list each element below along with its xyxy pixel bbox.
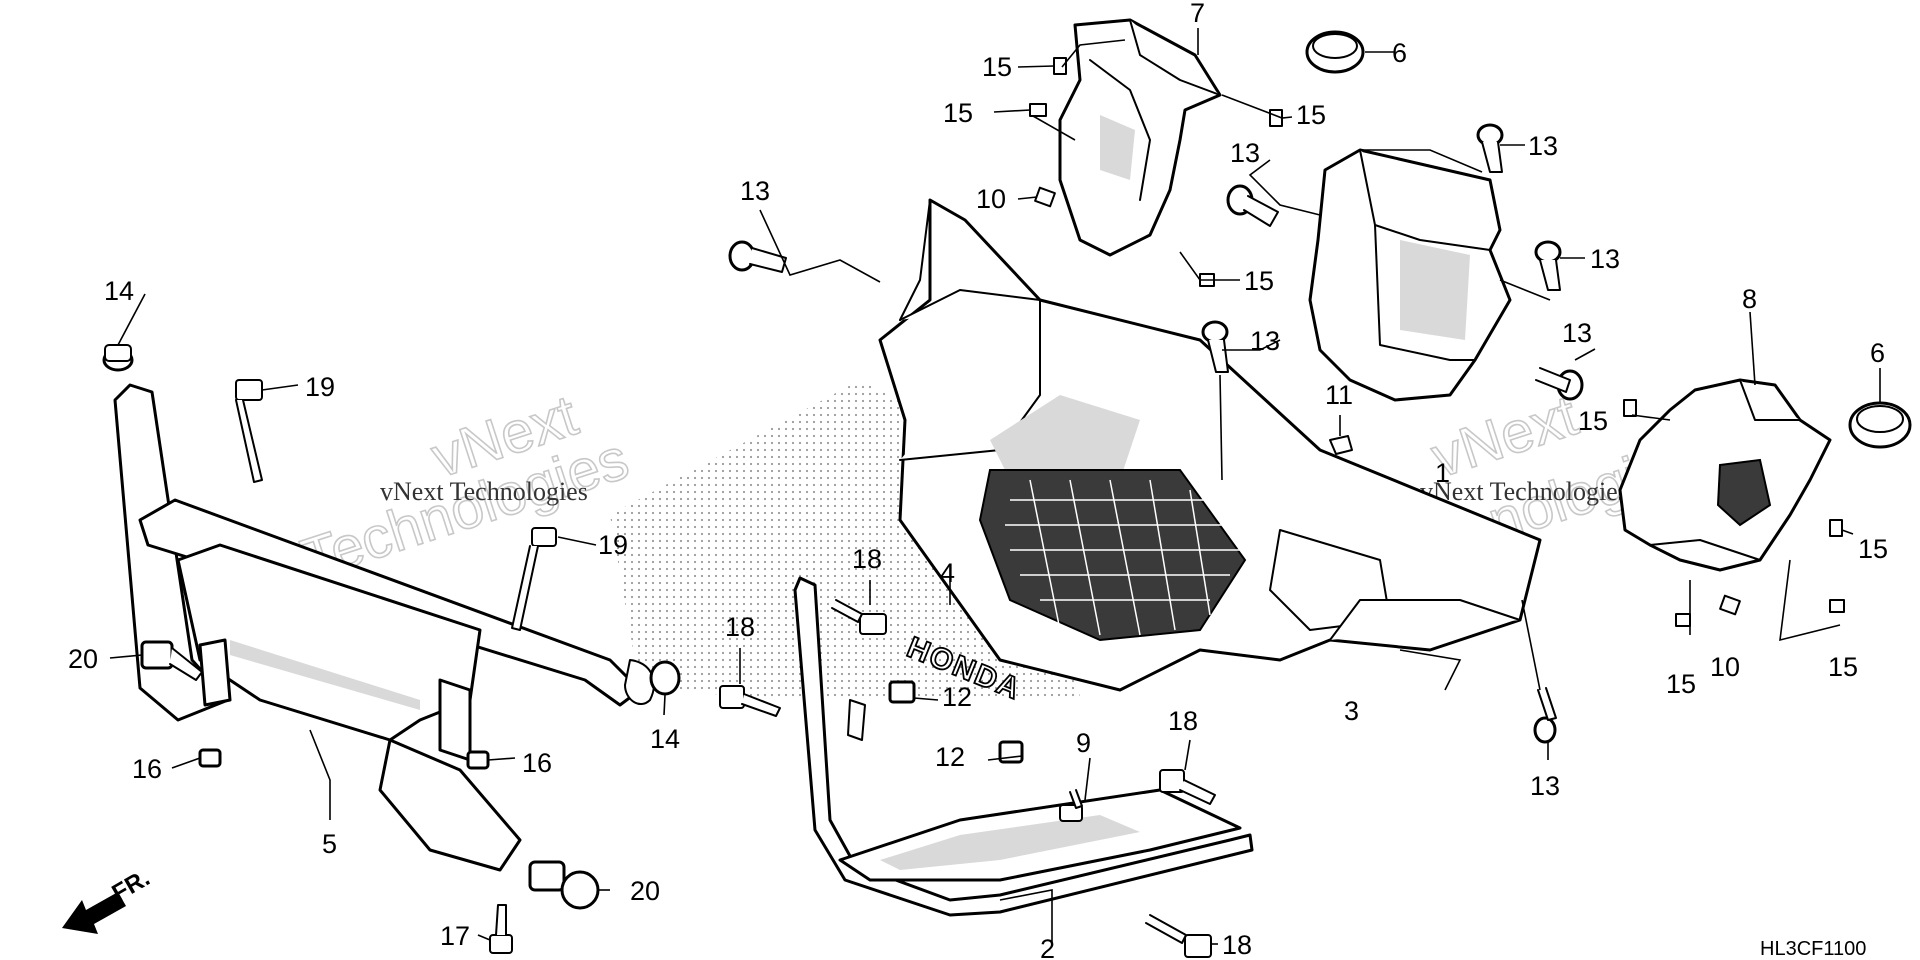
callout-9: 9 <box>1076 728 1091 758</box>
callout-16a: 16 <box>132 754 162 784</box>
callout-13c: 13 <box>1528 131 1558 161</box>
callout-10a: 10 <box>976 184 1006 214</box>
diagram-code: HL3CF1100 <box>1760 938 1866 960</box>
screw-15-f <box>1829 519 1843 537</box>
bolt-19-b <box>511 527 557 631</box>
callout-4: 4 <box>940 558 955 588</box>
bolt-18-b <box>831 599 887 635</box>
part-front-fascia <box>878 198 1542 692</box>
callout-18c: 18 <box>1168 706 1198 736</box>
watermark-left: vNext Technologies vNext Technologies <box>293 382 637 593</box>
callout-13g: 13 <box>1530 771 1560 801</box>
part-upper-left-duct <box>1058 18 1222 257</box>
bolt-17 <box>489 904 513 954</box>
bolt-19-a <box>235 379 263 483</box>
bolt-20-a <box>140 640 203 681</box>
callout-6b: 6 <box>1870 338 1885 368</box>
callout-5: 5 <box>322 829 337 859</box>
leader-lines <box>109 28 1881 945</box>
screw-15-g <box>1675 613 1691 627</box>
callout-14b: 14 <box>650 724 680 754</box>
callout-labels: 1 2 3 4 5 6 6 7 8 9 10 10 11 12 12 13 13… <box>68 0 1888 960</box>
part-front-bumper-frame <box>113 383 655 872</box>
rivet-13-b <box>1226 184 1279 227</box>
callout-12b: 12 <box>935 742 965 772</box>
clip-10-b <box>1719 594 1741 616</box>
screw-15-a <box>1053 57 1067 75</box>
screw-15-e <box>1623 399 1637 417</box>
callout-7: 7 <box>1190 0 1205 28</box>
bolt-9 <box>1059 789 1083 822</box>
callout-13a: 13 <box>740 176 770 206</box>
callout-15b: 15 <box>943 98 973 128</box>
screw-15-b <box>1029 103 1047 117</box>
part-right-duct <box>1618 378 1832 572</box>
callout-8: 8 <box>1742 284 1757 314</box>
callout-10b: 10 <box>1710 652 1740 682</box>
bolt-18-c <box>1159 769 1216 805</box>
callout-12a: 12 <box>942 682 972 712</box>
front-arrow-icon <box>62 892 126 934</box>
callout-15a: 15 <box>982 52 1012 82</box>
callout-13d: 13 <box>1590 244 1620 274</box>
callout-15e: 15 <box>1578 406 1608 436</box>
bolt-18-a <box>719 685 781 717</box>
callout-3: 3 <box>1344 696 1359 726</box>
callout-13e: 13 <box>1250 326 1280 356</box>
callout-20a: 20 <box>68 644 98 674</box>
clip-12-a <box>888 680 916 704</box>
callout-15g: 15 <box>1666 669 1696 699</box>
front-direction-indicator: FR. <box>62 864 154 934</box>
callout-2: 2 <box>1040 934 1055 960</box>
watermark-caption: vNext Technologies <box>380 477 588 506</box>
callout-13f: 13 <box>1562 318 1592 348</box>
nut-16-b <box>466 750 490 770</box>
rivet-13-d <box>1534 240 1562 291</box>
callout-6a: 6 <box>1392 38 1407 68</box>
part-grommet-upper <box>1305 30 1365 74</box>
part-cap-14-left <box>102 344 134 372</box>
callout-19b: 19 <box>598 530 628 560</box>
watermark-caption: vNext Technologies <box>1420 477 1628 506</box>
callout-18a: 18 <box>852 544 882 574</box>
callout-11: 11 <box>1325 380 1353 410</box>
callout-15h: 15 <box>1828 652 1858 682</box>
rivet-13-a <box>728 240 787 273</box>
rivet-13-g <box>1533 687 1557 744</box>
rivet-13-c <box>1476 123 1504 173</box>
rivet-13-f <box>1535 367 1584 401</box>
callout-14a: 14 <box>104 276 134 306</box>
callout-17: 17 <box>440 921 470 951</box>
callout-20b: 20 <box>630 876 660 906</box>
part-cap-14-right <box>649 660 681 696</box>
callout-18d: 18 <box>1222 930 1252 960</box>
washer-11 <box>1329 435 1353 455</box>
callout-1: 1 <box>1435 458 1450 488</box>
callout-15c: 15 <box>1296 100 1326 130</box>
callout-19a: 19 <box>305 372 335 402</box>
part-center-duct <box>1308 148 1512 402</box>
nut-16-a <box>198 748 222 768</box>
clip-10-a <box>1034 186 1056 208</box>
callout-15f: 15 <box>1858 534 1888 564</box>
callout-15d: 15 <box>1244 266 1274 296</box>
part-grommet-right <box>1848 401 1912 449</box>
callout-18b: 18 <box>725 612 755 642</box>
callout-16b: 16 <box>522 748 552 778</box>
rivet-13-e <box>1201 320 1229 373</box>
callout-13b: 13 <box>1230 138 1260 168</box>
bolt-20-b <box>528 860 600 910</box>
bolt-18-d <box>1145 914 1212 958</box>
screw-15-h <box>1829 599 1845 613</box>
part-lower-guard <box>793 576 1254 917</box>
